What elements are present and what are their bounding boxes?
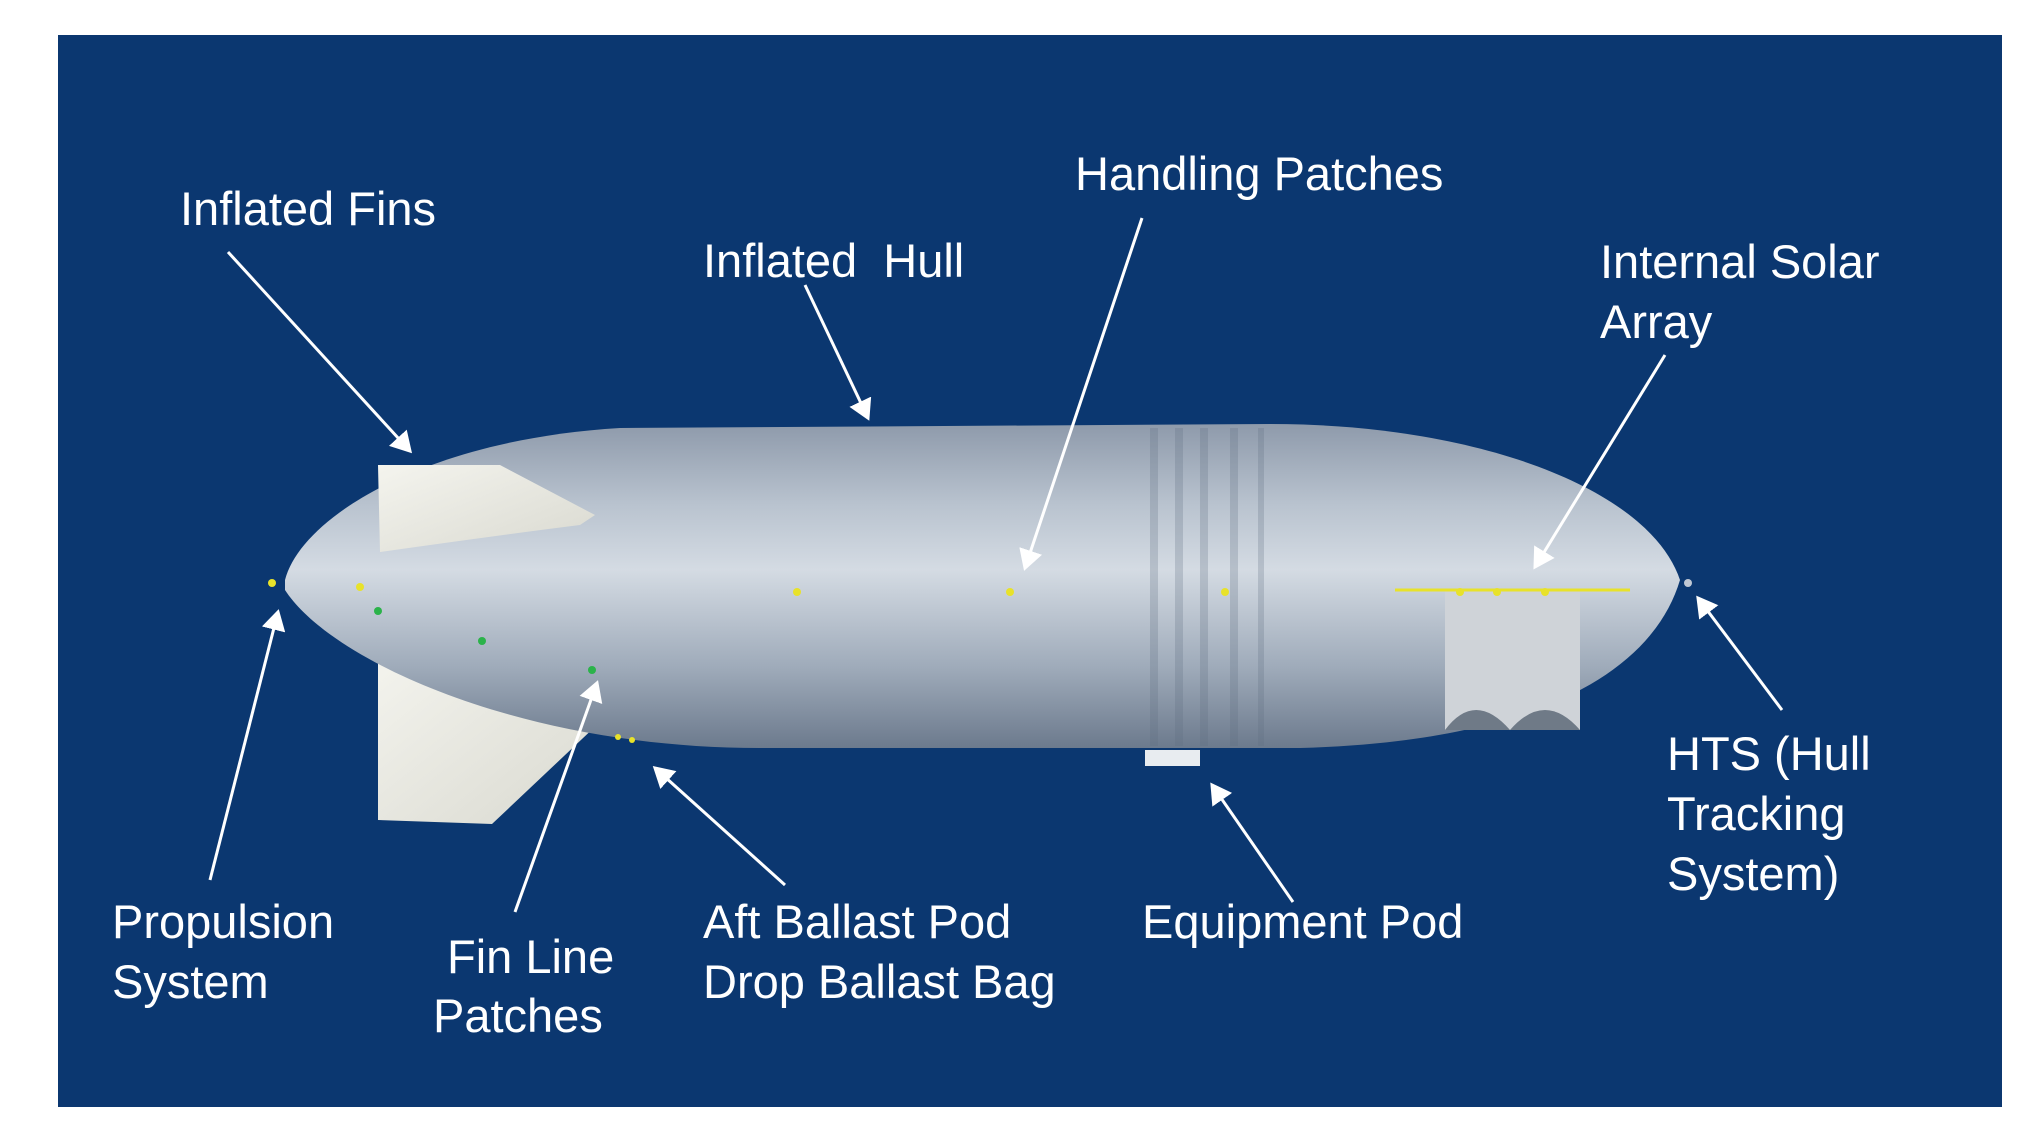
label-internal-solar-array-line2: Array	[1600, 295, 1713, 348]
label-fin-line-patches-line2: Patches	[433, 989, 603, 1042]
label-propulsion-system: Propulsion System	[112, 895, 347, 1008]
pointer-arrows	[208, 217, 1784, 913]
label-propulsion-system-line1: Propulsion	[112, 895, 334, 948]
label-fin-line-patches-line1: Fin Line	[447, 930, 614, 983]
label-hts-line3: System)	[1667, 847, 1839, 900]
label-inflated-fins: Inflated Fins	[180, 182, 436, 235]
propulsion-nub	[268, 579, 276, 587]
label-hts-line1: HTS (Hull	[1667, 727, 1871, 780]
label-equipment-pod: Equipment Pod	[1142, 895, 1463, 948]
hull	[285, 424, 1680, 748]
arrow-propulsion-system	[208, 609, 286, 881]
label-propulsion-system-line2: System	[112, 955, 269, 1008]
label-handling-patches: Handling Patches	[1075, 147, 1443, 200]
label-fin-line-patches: Fin Line Patches	[433, 930, 627, 1042]
arrow-inflated-fins	[226, 250, 413, 454]
arrow-handling-patches	[1019, 217, 1144, 571]
handling-patches	[356, 583, 1549, 743]
fin-line-patches	[374, 607, 596, 674]
hull-bands	[1150, 428, 1264, 746]
label-internal-solar-array-line1: Internal Solar	[1600, 235, 1880, 288]
arrow-equipment-pod	[1210, 782, 1295, 903]
label-aft-ballast-line2: Drop Ballast Bag	[703, 955, 1056, 1008]
internal-solar-array	[1395, 588, 1630, 730]
hts-nub	[1684, 579, 1692, 587]
label-inflated-hull: Inflated Hull	[703, 234, 964, 287]
arrow-fin-line-patches	[513, 680, 603, 913]
equipment-pod	[1145, 750, 1200, 766]
upper-fin	[378, 465, 595, 552]
label-aft-ballast-line1: Aft Ballast Pod	[703, 895, 1011, 948]
label-hts-line2: Tracking	[1667, 787, 1845, 840]
arrow-hts	[1696, 595, 1784, 711]
label-internal-solar-array: Internal Solar Array	[1600, 235, 1893, 348]
arrow-inflated-hull	[803, 284, 872, 421]
arrow-aft-ballast	[652, 765, 787, 887]
label-hts: HTS (Hull Tracking System)	[1667, 727, 1884, 900]
arrow-internal-solar-array	[1533, 354, 1667, 570]
label-aft-ballast: Aft Ballast Pod Drop Ballast Bag	[703, 895, 1056, 1008]
